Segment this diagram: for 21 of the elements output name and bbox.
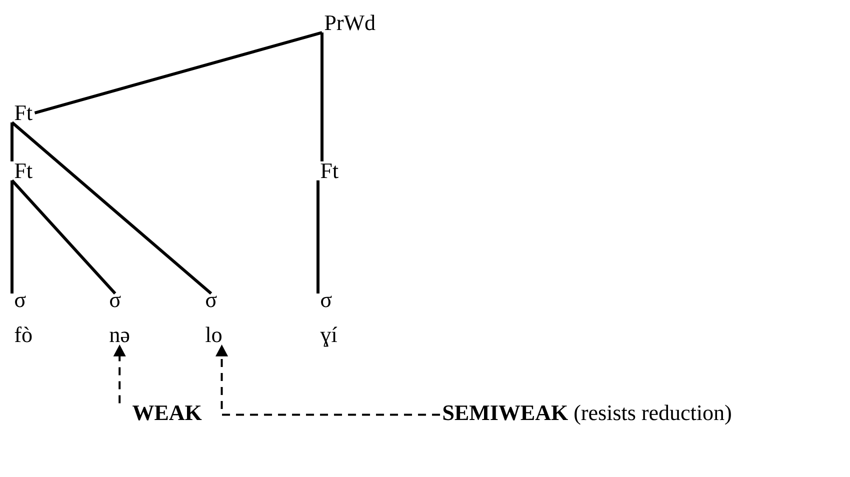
syllable-symbol: σ — [206, 296, 217, 308]
tree-branch — [34, 31, 322, 114]
annotation-label: SEMIWEAK (resists reduction) — [443, 404, 731, 425]
category-label: Ft — [14, 106, 32, 120]
syllable-text: ɣí — [320, 326, 338, 347]
annotation-label: WEAK — [132, 405, 202, 420]
syllable-symbol: σ — [15, 296, 26, 308]
tree-branch — [10, 179, 116, 295]
tree-branch — [10, 180, 14, 294]
tree-branch — [10, 122, 14, 162]
tree-branch — [320, 32, 324, 162]
tree-branch — [11, 121, 212, 295]
category-label: PrWd — [324, 14, 376, 30]
syllable-text: fò — [14, 326, 32, 342]
tree-branch — [316, 180, 320, 294]
syllable-text: nə — [110, 332, 130, 342]
category-label: Ft — [14, 164, 32, 178]
syllable-symbol: σ — [110, 296, 121, 308]
category-label: Ft — [320, 164, 338, 178]
syllable-symbol: σ — [321, 296, 332, 308]
syllable-text: lo — [206, 326, 222, 342]
